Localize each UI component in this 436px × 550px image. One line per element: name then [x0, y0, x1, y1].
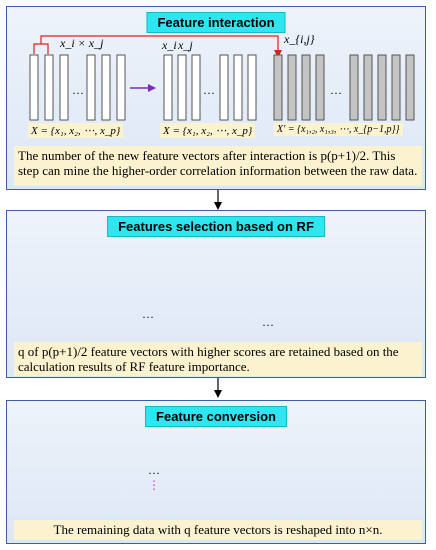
xij-label: x_{i,j}: [284, 32, 315, 46]
xi-label: x_i: [162, 38, 177, 52]
down-arrow-1: [214, 190, 222, 210]
panel-title: Feature interaction: [146, 12, 286, 33]
pair-label: x_i × x_j: [60, 36, 103, 51]
panel-title: Feature conversion: [145, 406, 287, 427]
red-arrow-head: [274, 50, 282, 58]
ellipsis-b: ···: [203, 86, 215, 100]
conversion-ellipsis-h: ···: [148, 466, 160, 480]
xi-times-xj: x_i × x_j: [60, 36, 104, 50]
xj-label: x_j: [178, 38, 193, 52]
ellipsis-c: ···: [330, 86, 342, 100]
panel-title: Features selection based on RF: [107, 216, 325, 237]
down-arrow-2: [214, 378, 222, 398]
panel3-caption: The remaining data with q feature vector…: [14, 520, 422, 540]
formula-interaction: X′ = {x₁,₂, x₁,₃, ⋯, x_{p−1,p}}: [274, 123, 403, 136]
purple-arrow: [130, 84, 156, 92]
chart-ellipsis-2: ···: [262, 318, 274, 332]
panel1-caption: The number of the new feature vectors af…: [14, 146, 422, 186]
formula-copy: X = {x₁, x₂, ⋯, x_p}: [160, 123, 256, 138]
chart-ellipsis-1: ···: [142, 310, 154, 324]
interaction-bracket: [33, 35, 279, 54]
raw-vectors-group: [29, 54, 126, 121]
formula-raw: X = {x₁, x₂, ⋯, x_p}: [28, 123, 124, 138]
copied-vectors-group: [163, 54, 257, 121]
interaction-vectors-group: [273, 54, 415, 121]
ellipsis-a: ···: [72, 86, 84, 100]
conversion-ellipsis-v: ⋮: [148, 478, 160, 492]
panel2-caption: q of p(p+1)/2 feature vectors with highe…: [14, 342, 422, 376]
